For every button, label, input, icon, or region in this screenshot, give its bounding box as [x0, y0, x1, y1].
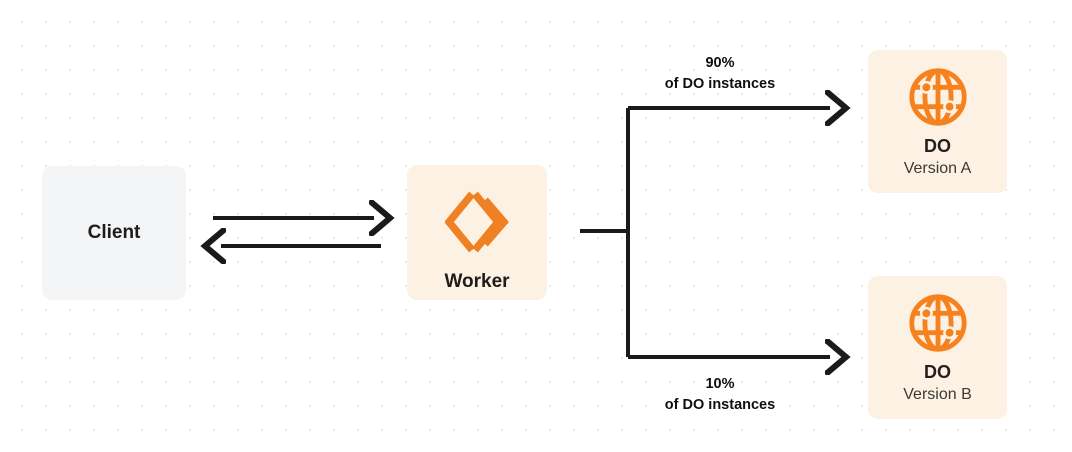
- edge-label-do-a-caption: of DO instances: [664, 75, 776, 92]
- edge-label-do-b: 10% of DO instances: [597, 374, 843, 415]
- node-do-version-b-label: DO: [924, 362, 951, 382]
- edge-label-do-b-percent: 10%: [705, 376, 735, 392]
- globe-icon: [907, 292, 969, 354]
- node-do-version-a-label: DO: [924, 136, 951, 156]
- edge-label-do-a: 90% of DO instances: [597, 53, 843, 94]
- node-client[interactable]: Client: [42, 166, 186, 300]
- node-do-version-a[interactable]: DO Version A: [868, 50, 1007, 193]
- workers-logo-icon: [444, 189, 509, 255]
- globe-icon: [907, 66, 969, 128]
- edge-label-do-a-percent: 90%: [705, 55, 735, 71]
- node-worker-label: Worker: [444, 271, 510, 292]
- node-client-label: Client: [87, 222, 141, 243]
- node-do-version-b-sublabel: Version B: [903, 386, 972, 403]
- node-do-version-a-sublabel: Version A: [903, 160, 972, 177]
- node-do-version-b[interactable]: DO Version B: [868, 276, 1007, 419]
- node-worker[interactable]: Worker: [407, 165, 547, 300]
- edge-label-do-b-caption: of DO instances: [664, 396, 776, 413]
